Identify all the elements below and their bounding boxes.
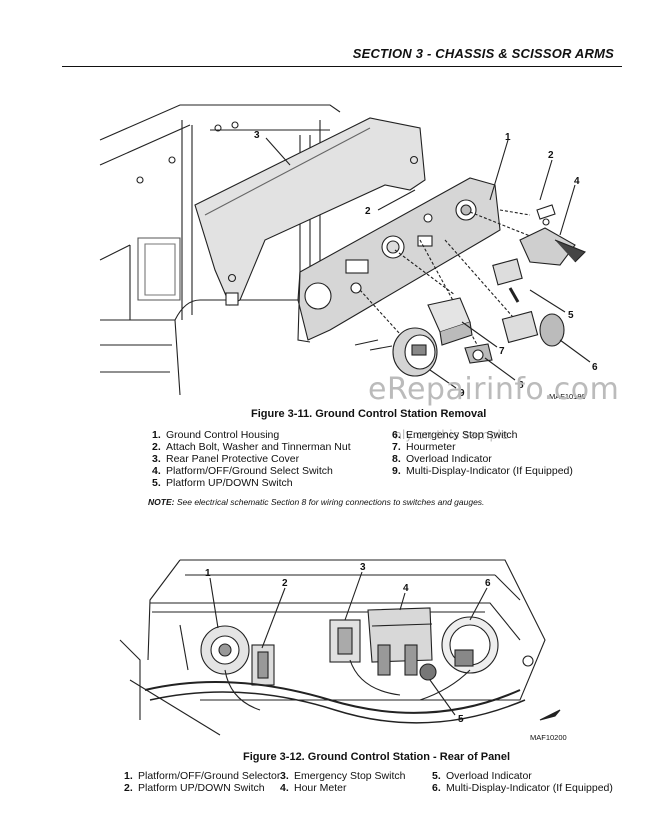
legend-item: 7.Hourmeter	[392, 441, 456, 453]
callout-fig1-4: 4	[574, 176, 580, 187]
page-header: SECTION 3 - CHASSIS & SCISSOR ARMS	[62, 44, 622, 67]
figure-3-12-legend-col3: 5.Overload Indicator 6.Multi-Display-Ind…	[432, 770, 613, 794]
callout-fig1-2: 2	[548, 150, 554, 161]
callout-fig2-2: 2	[282, 578, 288, 589]
figure-3-11-illustration: 1 2 3 4 5 6 7 8 9 2	[99, 104, 598, 399]
callout-fig1-5: 5	[568, 310, 574, 321]
callout-fig1-2b: 2	[365, 206, 371, 217]
watermark-subtext: nly on this sample	[394, 427, 509, 442]
legend-item: 2.Attach Bolt, Washer and Tinnerman Nut	[152, 441, 351, 453]
note-text: See electrical schematic Section 8 for w…	[176, 497, 485, 507]
figure-3-12-illustration: 1 2 3 4 5 6	[119, 559, 561, 736]
legend-item: 1.Platform/OFF/Ground Selector	[124, 770, 281, 782]
callout-fig1-9: 9	[459, 388, 465, 399]
legend-item: 8.Overload Indicator	[392, 453, 492, 465]
figure-3-12-legend-col1: 1.Platform/OFF/Ground Selector 2.Platfor…	[124, 770, 280, 794]
figure-3-12-legend-col2: 3.Emergency Stop Switch 4.Hour Meter	[280, 770, 405, 794]
legend-item: 4.Platform/OFF/Ground Select Switch	[152, 465, 333, 477]
legend-item: 4.Hour Meter	[280, 782, 347, 794]
callout-fig1-6: 6	[592, 362, 598, 373]
legend-item: 5.Platform UP/DOWN Switch	[152, 477, 293, 489]
section-title: SECTION 3 - CHASSIS & SCISSOR ARMS	[352, 46, 614, 61]
callout-fig2-6: 6	[485, 578, 491, 589]
callout-fig2-5: 5	[458, 714, 464, 725]
figure-3-11-legend-right: 6.Emergency Stop Switch 7.Hourmeter 8.Ov…	[392, 429, 573, 477]
legend-item: 3.Rear Panel Protective Cover	[152, 453, 300, 465]
legend-item: 2.Platform UP/DOWN Switch	[124, 782, 265, 794]
figure-3-11-caption: Figure 3-11. Ground Control Station Remo…	[251, 408, 487, 420]
callout-fig1-3: 3	[254, 130, 260, 141]
figure-3-12-code: MAF10200	[530, 733, 567, 742]
legend-item: 9.Multi-Display-Indicator (If Equipped)	[392, 465, 573, 477]
callout-fig2-3: 3	[360, 562, 366, 573]
callout-fig2-1: 1	[205, 568, 211, 579]
note-label: NOTE:	[148, 497, 175, 507]
watermark-text: eRepairinfo.com	[368, 372, 620, 407]
callout-fig1-1: 1	[505, 132, 511, 143]
callout-fig1-7: 7	[499, 346, 505, 357]
legend-item: 6.Emergency Stop Switch	[392, 429, 518, 441]
legend-item: 1.Ground Control Housing	[152, 429, 280, 441]
legend-item: 5.Overload Indicator	[432, 770, 532, 782]
figure-3-12-caption: Figure 3-12. Ground Control Station - Re…	[243, 751, 511, 763]
figure-3-11-note: NOTE: See electrical schematic Section 8…	[148, 497, 484, 507]
callout-fig2-4: 4	[403, 583, 409, 594]
figure-3-11-legend-left: 1.Ground Control Housing 2.Attach Bolt, …	[152, 429, 351, 489]
legend-item: 3.Emergency Stop Switch	[280, 770, 406, 782]
figure-3-11-code: MAF10190	[549, 392, 586, 401]
callout-fig1-8: 8	[518, 380, 524, 391]
legend-item: 6.Multi-Display-Indicator (If Equipped)	[432, 782, 613, 794]
